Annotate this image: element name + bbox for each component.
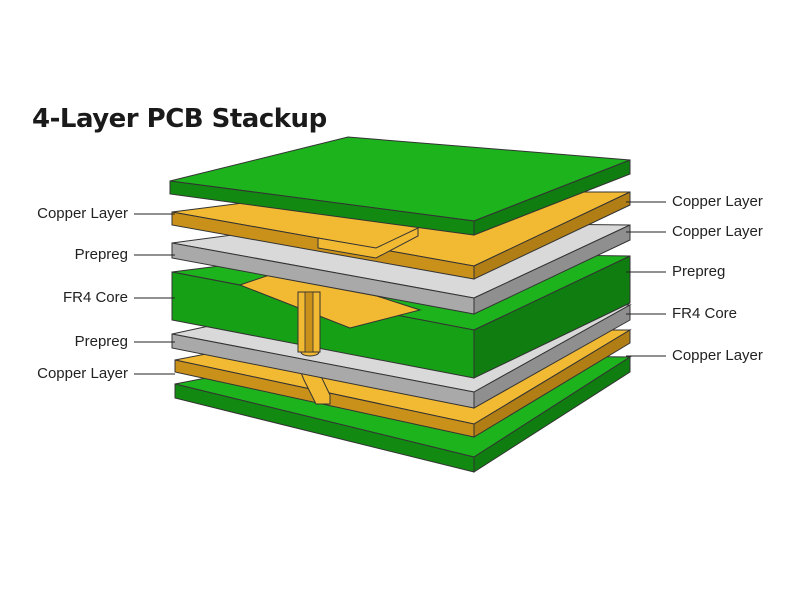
page-title: 4-Layer PCB Stackup xyxy=(32,104,327,134)
right-label-prepreg: Prepreg xyxy=(672,263,726,280)
bottom-copper-side-face xyxy=(473,329,631,438)
top-prepreg-side-face xyxy=(473,224,631,315)
left-label-copper-layer-2: Copper Layer xyxy=(37,365,128,382)
core-via-bore xyxy=(304,291,314,353)
right-label-copper-layer-1: Copper Layer xyxy=(672,193,763,210)
top-solder-mask xyxy=(169,136,631,236)
left-label-prepreg-1: Prepreg xyxy=(74,246,128,263)
top-copper-side-face xyxy=(473,191,631,280)
leader-lines xyxy=(134,201,666,375)
bottom-prepreg-side-face xyxy=(473,304,631,409)
core-side-face xyxy=(473,255,631,379)
right-label-copper-layer-2: Copper Layer xyxy=(672,223,763,240)
left-label-prepreg-2: Prepreg xyxy=(74,333,128,350)
left-label-copper-layer-1: Copper Layer xyxy=(37,205,128,222)
top-copper-trace xyxy=(317,227,419,259)
left-label-fr4-core: FR4 Core xyxy=(62,289,128,306)
right-label-copper-layer-3: Copper Layer xyxy=(672,347,763,364)
right-label-fr4-core: FR4 Core xyxy=(672,305,738,322)
top-mask-side-face xyxy=(473,159,631,236)
bottom-mask-side-face xyxy=(473,356,631,473)
